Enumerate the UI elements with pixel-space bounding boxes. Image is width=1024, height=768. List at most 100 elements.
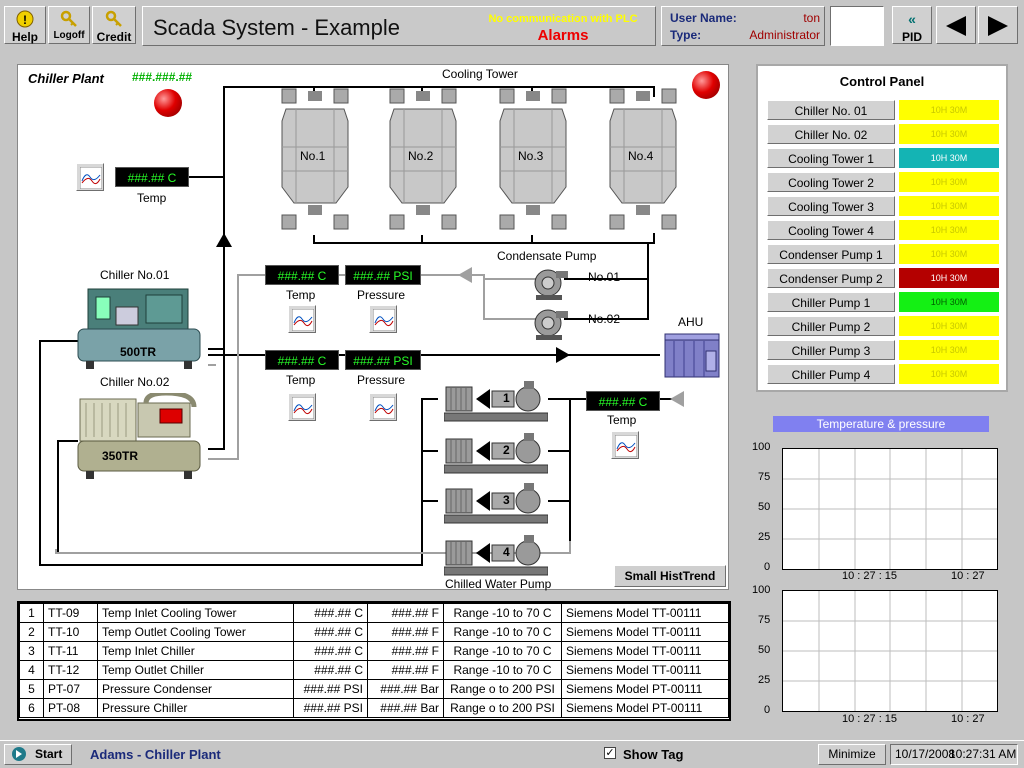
trend-icon xyxy=(292,397,314,419)
y-tick: 75 xyxy=(758,471,771,483)
equipment-button[interactable]: Chiller No. 02 xyxy=(767,124,895,144)
credit-label: Credit xyxy=(96,30,132,44)
equipment-button[interactable]: Condenser Pump 2 xyxy=(767,268,895,288)
arrow-left-icon xyxy=(937,15,975,36)
trend-icon xyxy=(373,309,395,331)
runtime-indicator: 10H 30M xyxy=(899,244,999,264)
credit-button[interactable]: Credit xyxy=(92,6,136,44)
logoff-button[interactable]: Logoff xyxy=(48,6,90,44)
table-cell: ###.## F xyxy=(367,641,444,661)
equipment-button[interactable]: Cooling Tower 1 xyxy=(767,148,895,168)
table-cell: TT-09 xyxy=(43,603,98,623)
chilled-water-pump-4[interactable]: 4 xyxy=(443,533,549,577)
table-cell: Pressure Condenser xyxy=(97,679,294,699)
tower-number: No.4 xyxy=(628,149,654,163)
table-cell: ###.## C xyxy=(293,641,368,661)
table-cell: ###.## C xyxy=(293,622,368,642)
equipment-button[interactable]: Chiller Pump 4 xyxy=(767,364,895,384)
time-label: 10:27:31 AM xyxy=(949,747,1017,761)
cooling-tower-2[interactable]: No.2 xyxy=(386,87,460,237)
chiller-1-capacity: 500TR xyxy=(120,345,157,359)
time-label: 10 : 27 : 15 xyxy=(842,713,898,725)
chilled-water-pump-3[interactable]: 3 xyxy=(443,481,549,525)
minimize-button[interactable]: Minimize xyxy=(818,744,886,765)
location-label: Adams - Chiller Plant xyxy=(90,747,221,762)
trend-button[interactable] xyxy=(288,305,316,333)
forward-button[interactable] xyxy=(978,6,1018,44)
alarms-indicator[interactable]: Alarms xyxy=(537,27,589,44)
trend-button[interactable] xyxy=(288,393,316,421)
chiller-plant-diagram: Chiller Plant ###.###.## Cooling Tower N… xyxy=(17,64,729,591)
equipment-button[interactable]: Chiller Pump 3 xyxy=(767,340,895,360)
user-type-value: Administrator xyxy=(749,28,820,42)
trend-icon xyxy=(373,397,395,419)
cooling-tower-3[interactable]: No.3 xyxy=(496,87,570,237)
cooling-tower-1[interactable]: No.1 xyxy=(278,87,352,237)
trend-button[interactable] xyxy=(369,305,397,333)
back-button[interactable] xyxy=(936,6,976,44)
table-cell: Pressure Chiller xyxy=(97,698,294,718)
equipment-button[interactable]: Chiller No. 01 xyxy=(767,100,895,120)
chilled-water-pump-2[interactable]: 2 xyxy=(443,431,549,475)
temp-display: ###.## C xyxy=(265,265,339,285)
alarm-lamp xyxy=(692,71,720,99)
table-cell: 4 xyxy=(19,660,44,680)
help-button[interactable]: ! Help xyxy=(4,6,46,44)
equipment-button[interactable]: Cooling Tower 2 xyxy=(767,172,895,192)
trend-button[interactable] xyxy=(76,163,104,191)
temp-label: Temp xyxy=(286,288,316,302)
table-cell: 3 xyxy=(19,641,44,661)
temp-display: ###.## C xyxy=(265,350,339,370)
help-label: Help xyxy=(11,30,38,44)
equipment-button[interactable]: Condenser Pump 1 xyxy=(767,244,895,264)
ahu-icon xyxy=(664,333,720,378)
clock: 10/17/2008 10:27:31 AM xyxy=(890,744,1018,765)
equipment-button[interactable]: Chiller Pump 2 xyxy=(767,316,895,336)
chilled-water-pump-1[interactable]: 1 xyxy=(443,379,549,423)
condensate-pump-1[interactable] xyxy=(530,267,570,301)
condensate-pump-2[interactable] xyxy=(530,307,570,341)
table-cell: ###.## Bar xyxy=(367,679,444,699)
cooling-tower-4[interactable]: No.4 xyxy=(606,87,680,237)
trend-panel: Temperature & pressure 100 75 50 25 0 10… xyxy=(746,406,1008,732)
trend-button[interactable] xyxy=(611,431,639,459)
title-bar: Scada System - Example No communication … xyxy=(142,6,656,46)
start-button[interactable]: Start xyxy=(4,744,72,765)
show-tag-checkbox[interactable]: ✓ xyxy=(604,747,616,759)
plant-code: ###.###.## xyxy=(132,70,193,84)
trend-button[interactable] xyxy=(369,393,397,421)
table-cell: ###.## Bar xyxy=(367,698,444,718)
tower-number: No.3 xyxy=(518,149,544,163)
table-cell: 6 xyxy=(19,698,44,718)
ahu-unit[interactable] xyxy=(664,333,720,379)
chiller-2-label: Chiller No.02 xyxy=(100,375,170,389)
table-cell: Range -10 to 70 C xyxy=(443,641,562,661)
table-cell: 2 xyxy=(19,622,44,642)
equipment-button[interactable]: Cooling Tower 3 xyxy=(767,196,895,216)
pid-label: PID xyxy=(901,30,922,44)
chiller-1[interactable]: 500TR xyxy=(76,287,202,369)
small-histtrend-button[interactable]: Small HistTrend xyxy=(614,565,726,587)
table-cell: Range -10 to 70 C xyxy=(443,603,562,623)
chiller-icon xyxy=(77,390,201,479)
equipment-button[interactable]: Chiller Pump 1 xyxy=(767,292,895,312)
pid-button[interactable]: « PID xyxy=(892,6,932,44)
equipment-button[interactable]: Cooling Tower 4 xyxy=(767,220,895,240)
table-cell: Siemens Model TT-00111 xyxy=(561,622,729,642)
alarm-lamp xyxy=(154,89,182,117)
chiller-2[interactable]: 350TR xyxy=(76,390,202,479)
